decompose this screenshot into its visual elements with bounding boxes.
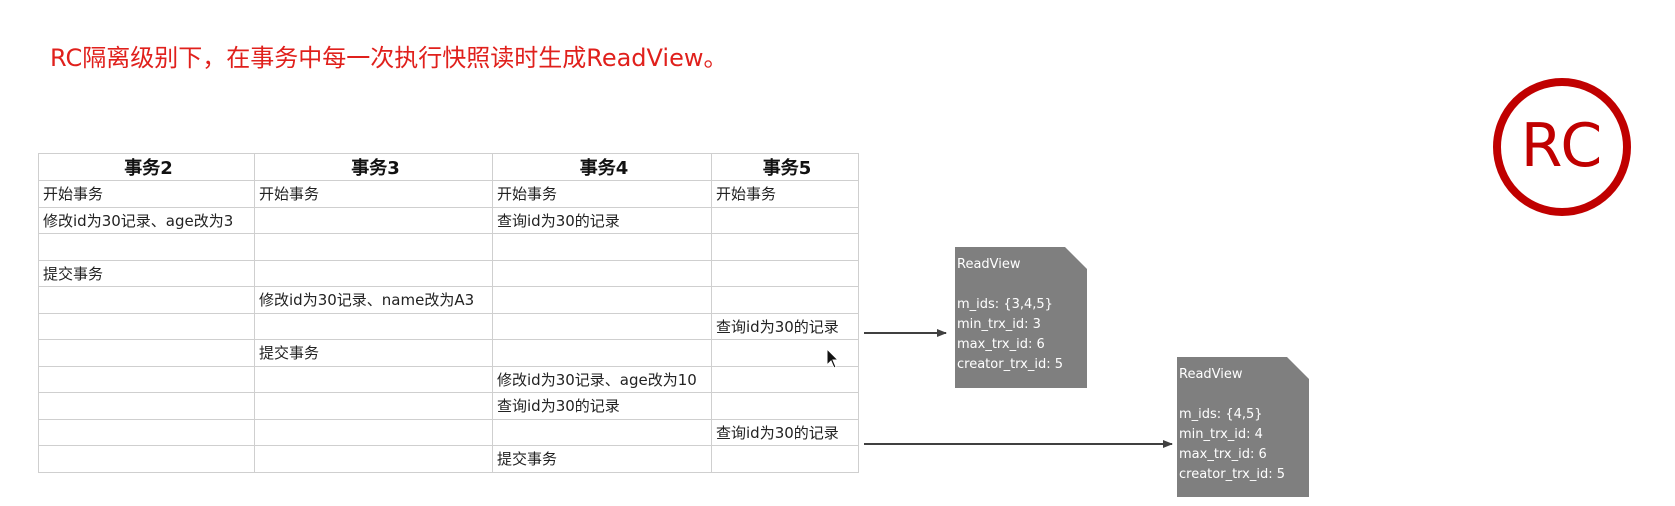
table-cell	[254, 418, 493, 446]
table-cell: 提交事务	[254, 339, 493, 367]
table-cell: 修改id为30记录、name改为A3	[254, 286, 493, 314]
table-cell	[254, 206, 493, 234]
readview-max-trx-id: max_trx_id: 6	[1179, 447, 1267, 462]
header-txn4: 事务4	[492, 153, 712, 181]
table-row: 查询id为30的记录	[38, 392, 859, 420]
table-cell	[711, 392, 859, 420]
transaction-table: 事务2 事务3 事务4 事务5 开始事务 开始事务 开始事务 开始事务 修改id…	[38, 153, 859, 473]
table-cell: 开始事务	[38, 180, 255, 208]
note-folded-corner-shape	[955, 247, 1087, 388]
table-row	[38, 233, 859, 261]
readview-m-ids: m_ids: {4,5}	[1179, 407, 1263, 422]
rc-badge: RC	[1493, 78, 1631, 216]
table-cell	[38, 286, 255, 314]
table-cell	[38, 339, 255, 367]
readview-note-2: ReadView m_ids: {4,5} min_trx_id: 4 max_…	[1177, 357, 1309, 497]
table-cell: 查询id为30的记录	[711, 312, 859, 340]
readview-max-trx-id: max_trx_id: 6	[957, 337, 1045, 352]
table-cell	[254, 392, 493, 420]
table-cell	[38, 445, 255, 473]
readview-creator-trx-id: creator_trx_id: 5	[957, 357, 1063, 372]
table-row: 修改id为30记录、age改为10	[38, 365, 859, 393]
table-cell: 查询id为30的记录	[711, 418, 859, 446]
table-cell: 修改id为30记录、age改为10	[492, 365, 712, 393]
table-header-row: 事务2 事务3 事务4 事务5	[38, 153, 859, 181]
table-cell	[254, 445, 493, 473]
table-row: 提交事务	[38, 445, 859, 473]
table-cell	[38, 392, 255, 420]
readview-m-ids: m_ids: {3,4,5}	[957, 297, 1053, 312]
header-txn2: 事务2	[38, 153, 255, 181]
readview-note-1: ReadView m_ids: {3,4,5} min_trx_id: 3 ma…	[955, 247, 1087, 388]
table-cell	[711, 445, 859, 473]
table-cell	[492, 233, 712, 261]
readview-min-trx-id: min_trx_id: 3	[957, 317, 1041, 332]
table-cell	[254, 233, 493, 261]
table-cell	[711, 286, 859, 314]
headline: RC隔离级别下，在事务中每一次执行快照读时生成ReadView。	[50, 44, 728, 72]
mouse-pointer-icon	[826, 348, 840, 369]
table-cell	[38, 312, 255, 340]
readview-title: ReadView	[1179, 367, 1243, 382]
table-row: 开始事务 开始事务 开始事务 开始事务	[38, 180, 859, 208]
readview-creator-trx-id: creator_trx_id: 5	[1179, 467, 1285, 482]
table-cell	[711, 206, 859, 234]
note-folded-corner-shape	[1177, 357, 1309, 497]
table-cell: 查询id为30的记录	[492, 206, 712, 234]
table-cell	[711, 365, 859, 393]
table-cell: 提交事务	[492, 445, 712, 473]
table-cell: 修改id为30记录、age改为3	[38, 206, 255, 234]
table-row: 提交事务	[38, 259, 859, 287]
table-cell: 开始事务	[711, 180, 859, 208]
readview-min-trx-id: min_trx_id: 4	[1179, 427, 1263, 442]
table-cell: 开始事务	[492, 180, 712, 208]
readview-title: ReadView	[957, 257, 1021, 272]
table-row: 修改id为30记录、age改为3 查询id为30的记录	[38, 206, 859, 234]
rc-badge-text: RC	[1520, 111, 1604, 181]
header-txn5: 事务5	[711, 153, 859, 181]
table-cell	[254, 365, 493, 393]
table-cell: 提交事务	[38, 259, 255, 287]
